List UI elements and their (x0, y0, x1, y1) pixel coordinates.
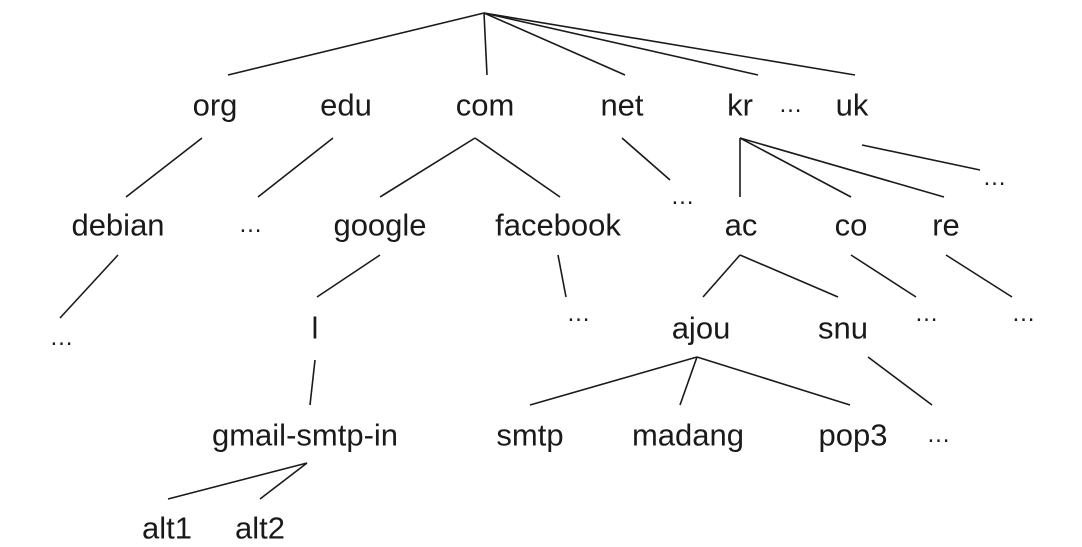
node-madang: madang (631, 417, 745, 453)
node-co: co (834, 207, 868, 243)
edge-google-dot (316, 254, 381, 298)
node-net-ellipsis: … (670, 183, 696, 210)
edge-facebook-ellipsis (557, 254, 567, 298)
edge-co-ellipsis (850, 254, 917, 298)
node-net: net (600, 87, 644, 123)
edge-snu-ellipsis (867, 356, 933, 406)
node-edu-ellipsis: … (238, 211, 264, 238)
node-gmail-smtp-in: gmail-smtp-in (211, 417, 399, 453)
node-ac: ac (724, 207, 758, 243)
edge-root-org (227, 12, 485, 76)
node-uk-ellipsis: … (982, 164, 1008, 191)
edge-debian-ellipsis (59, 254, 119, 319)
edge-gmail-alt1 (167, 462, 308, 500)
node-facebook: facebook (495, 207, 621, 243)
edge-root-uk (483, 12, 856, 76)
edge-com-google (379, 137, 476, 198)
node-ajou: ajou (671, 310, 731, 346)
node-google: google (333, 207, 427, 243)
node-snu-ellipsis: … (926, 421, 952, 448)
node-alt1: alt1 (142, 510, 192, 546)
node-debian-ellipsis: … (49, 324, 75, 351)
edge-ajou-madang (679, 356, 698, 406)
edge-gmail-alt2 (259, 462, 308, 500)
edge-edu-ellipsis (257, 137, 334, 198)
edge-ac-snu (739, 254, 839, 298)
edge-ajou-smtp (529, 356, 698, 406)
edge-uk-ellipsis (861, 144, 981, 171)
node-com: com (455, 87, 515, 123)
node-pop3: pop3 (818, 417, 888, 453)
node-uk: uk (835, 87, 869, 123)
node-alt2: alt2 (235, 510, 285, 546)
node-kr: kr (727, 87, 753, 123)
edge-ajou-pop3 (696, 356, 851, 406)
node-re: re (932, 207, 960, 243)
edge-kr-co (739, 137, 852, 198)
edge-com-facebook (474, 137, 561, 198)
edge-root-kr (483, 12, 759, 76)
edge-kr-re (739, 137, 945, 198)
node-edu: edu (320, 87, 372, 123)
edge-net-ellipsis (621, 137, 671, 181)
edge-dot-gmail (309, 359, 316, 406)
node-re-ellipsis: … (1011, 300, 1037, 327)
edge-org-debian (125, 137, 203, 198)
edge-root-com (483, 12, 488, 76)
node-google-dot: l (311, 310, 319, 346)
edge-root-net (483, 12, 626, 76)
node-top-ellipsis: … (778, 91, 804, 118)
node-co-ellipsis: … (914, 300, 940, 327)
node-smtp: smtp (496, 417, 564, 453)
node-org: org (192, 87, 238, 123)
node-debian: debian (71, 207, 165, 243)
edge-ac-ajou (702, 254, 741, 298)
node-facebook-ellipsis: … (566, 300, 592, 327)
node-snu: snu (818, 310, 868, 346)
edge-re-ellipsis (945, 254, 1013, 298)
